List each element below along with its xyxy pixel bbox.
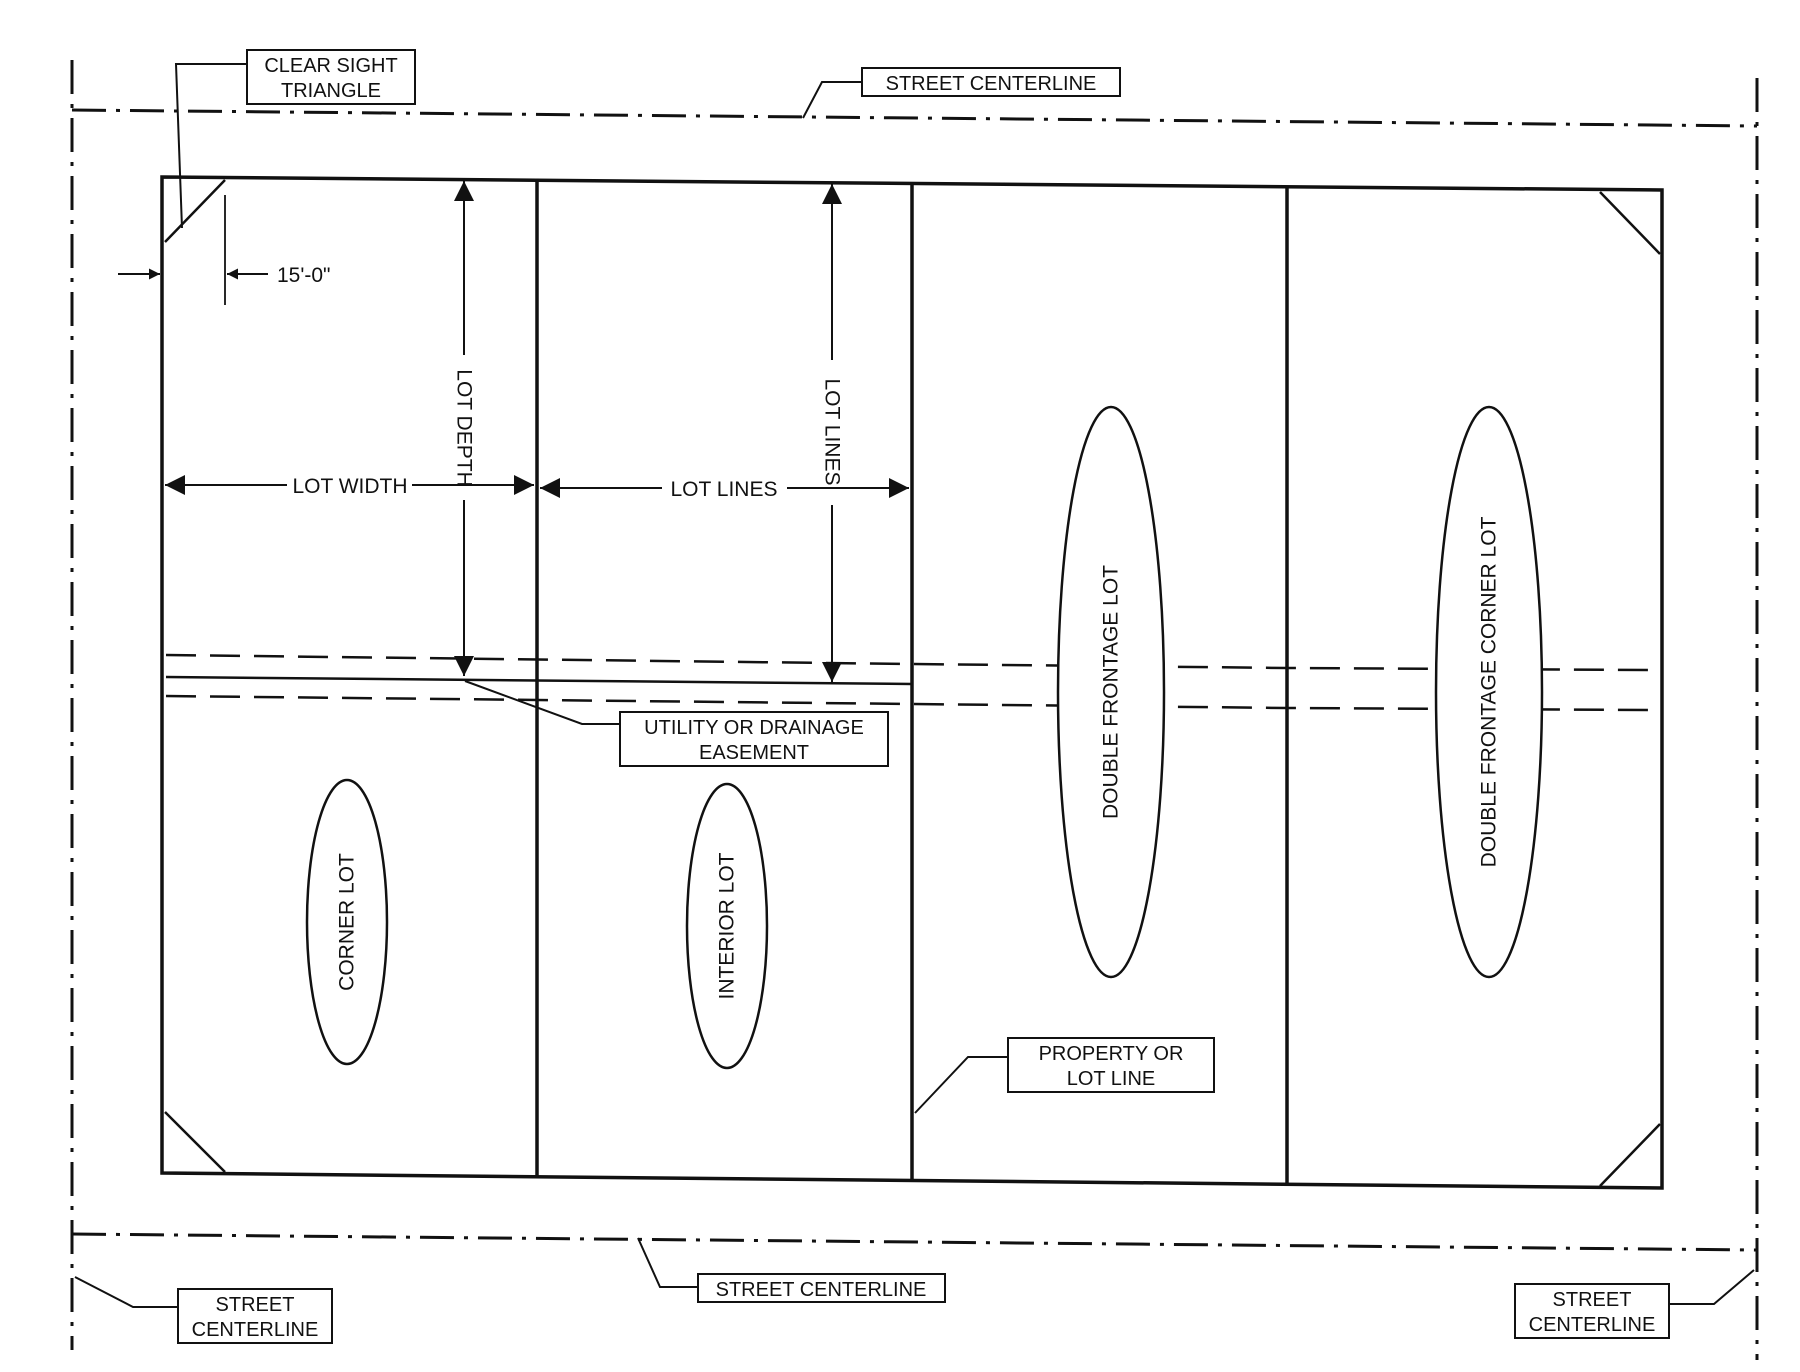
callout-street-centerline-top: STREET CENTERLINE: [802, 67, 1121, 119]
lot-oval: [685, 782, 769, 1070]
lot-label-double-frontage-corner: DOUBLE FRONTAGE CORNER LOT: [1434, 405, 1544, 979]
callout-box: [1007, 1037, 1215, 1093]
block-outline: [160, 175, 1664, 1190]
lot-oval: [1056, 405, 1166, 979]
callout-line-1: STREET: [1553, 1289, 1632, 1311]
rear-lot-line: [165, 675, 913, 686]
lot-width-dimension: LOT WIDTH: [165, 475, 534, 498]
lot-lines-vertical-dimension: LOT LINES: [821, 184, 844, 682]
callout-line-1: PROPERTY OR: [1039, 1043, 1184, 1065]
callout-line-2: CENTERLINE: [1529, 1314, 1656, 1336]
lot-lines-horizontal-dimension: LOT LINES: [540, 478, 909, 501]
leader-line: [74, 1276, 178, 1308]
callout-box: [177, 1288, 333, 1344]
lot-label: INTERIOR LOT: [716, 852, 739, 999]
callout-street-centerline-bottom: STREET CENTERLINE: [637, 1237, 946, 1303]
lot-oval: [1434, 405, 1544, 979]
easement: [165, 653, 1653, 712]
callout-box: [697, 1273, 946, 1303]
callout-street-centerline-left: STREET CENTERLINE: [74, 1276, 333, 1344]
block-boundary: [160, 175, 1664, 1190]
leader-line: [464, 680, 620, 725]
callout-line-1: CLEAR SIGHT: [264, 55, 397, 77]
callout-box: [246, 49, 416, 105]
callout-text: STREET CENTERLINE: [886, 73, 1097, 95]
sight-triangle-ne: [1599, 191, 1661, 255]
leader-line: [1669, 1269, 1755, 1305]
lot-label-double-frontage: DOUBLE FRONTAGE LOT: [1056, 405, 1166, 979]
callout-line-2: TRIANGLE: [281, 80, 381, 102]
callout-line-1: STREET: [216, 1294, 295, 1316]
clear-sight-triangles: [164, 179, 1661, 1187]
callout-property-lot-line: PROPERTY OR LOT LINE: [914, 1037, 1215, 1114]
sight-triangle-se: [1599, 1123, 1661, 1187]
callout-text: STREET CENTERLINE: [716, 1279, 927, 1301]
leader-line: [174, 63, 247, 229]
street-centerline-south: [71, 1232, 1758, 1252]
lot-label-corner: CORNER LOT: [305, 778, 389, 1066]
lot-lines-horizontal-label: LOT LINES: [671, 478, 778, 501]
callout-line-2: EASEMENT: [699, 742, 809, 764]
lot-label: DOUBLE FRONTAGE LOT: [1100, 565, 1123, 819]
callout-line-2: CENTERLINE: [192, 1319, 319, 1341]
callout-box: [1514, 1283, 1670, 1339]
setback-dimension-label: 15'-0": [277, 264, 331, 287]
lot-depth-dimension: LOT DEPTH: [453, 181, 476, 676]
callout-box: [619, 711, 889, 767]
easement-line-south: [165, 694, 1653, 712]
sight-triangle-nw: [164, 179, 226, 243]
callout-box: [861, 67, 1121, 97]
callout-line-2: LOT LINE: [1067, 1068, 1156, 1090]
callout-utility-easement: UTILITY OR DRAINAGE EASEMENT: [464, 680, 889, 767]
leader-line: [802, 81, 862, 119]
callout-line-1: UTILITY OR DRAINAGE: [644, 717, 864, 739]
leader-line: [914, 1056, 1008, 1114]
street-centerlines: [70, 60, 1759, 1360]
callout-clear-sight-triangle: CLEAR SIGHT TRIANGLE: [174, 49, 416, 229]
lot-label: DOUBLE FRONTAGE CORNER LOT: [1478, 516, 1501, 867]
callout-street-centerline-right: STREET CENTERLINE: [1514, 1269, 1755, 1339]
lot-depth-label: LOT DEPTH: [453, 369, 476, 486]
setback-dimension: 15'-0": [118, 195, 331, 305]
lot-width-label: LOT WIDTH: [292, 475, 407, 498]
lot-label-interior: INTERIOR LOT: [685, 782, 769, 1070]
street-centerline-north: [71, 108, 1758, 128]
lot-lines-vertical-label: LOT LINES: [821, 379, 844, 486]
sight-triangle-sw: [164, 1111, 226, 1173]
easement-line-north: [165, 653, 1653, 672]
lot-oval: [305, 778, 389, 1066]
lot-label: CORNER LOT: [336, 853, 359, 991]
leader-line: [637, 1237, 698, 1288]
